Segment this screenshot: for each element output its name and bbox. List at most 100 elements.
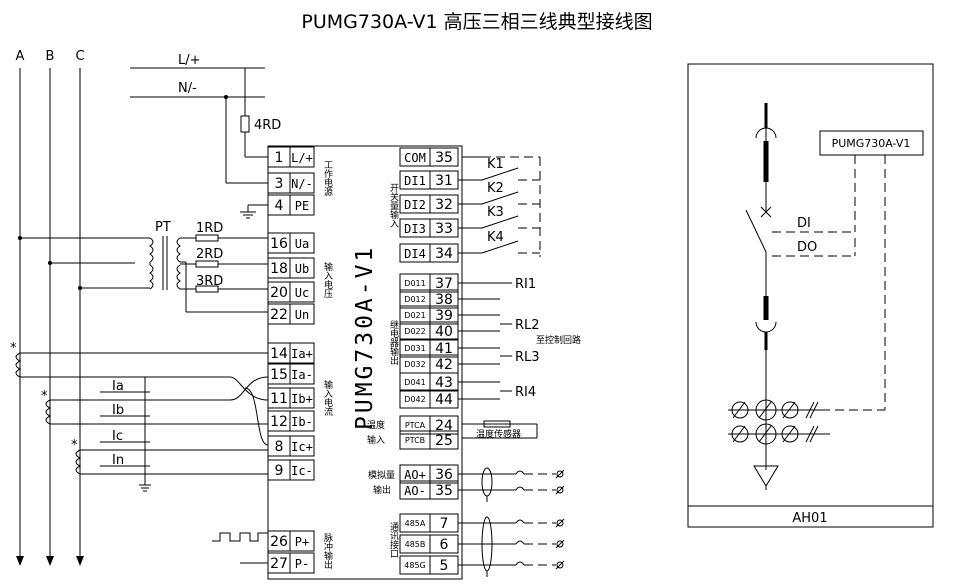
left-terminal-number: 14 xyxy=(270,346,288,362)
right-terminal-number: 38 xyxy=(435,292,453,308)
right-terminal-name: AO+ xyxy=(404,468,426,482)
label-temp-in: 输入 xyxy=(367,434,385,446)
right-terminal-number: 42 xyxy=(435,357,453,373)
right-terminal-number: 40 xyxy=(435,324,453,340)
label-temp: 温度 xyxy=(367,419,385,431)
ct-ia-label: Ia xyxy=(112,379,124,394)
panel-di-label: DI xyxy=(797,216,811,231)
supply-lines: L/+ N/- 4RD xyxy=(130,53,281,219)
right-terminal-number: 35 xyxy=(435,483,453,499)
left-terminal-name: Ia- xyxy=(291,368,313,382)
meter-body: PUMG730A-V1 xyxy=(267,145,463,580)
left-terminal-name: Ua xyxy=(295,237,309,251)
right-terminal-name: DI4 xyxy=(404,247,426,261)
left-terminal-number: 3 xyxy=(275,176,284,192)
left-terminal-number: 26 xyxy=(270,534,288,550)
right-terminal-number: 7 xyxy=(440,516,449,532)
right-terminal-number: 37 xyxy=(435,276,453,292)
potential-transformer: PT 1RD 2RD 3RD xyxy=(18,220,268,313)
fuse-1rd-label: 1RD xyxy=(196,221,223,236)
label-analog: 模拟量 xyxy=(368,469,395,481)
left-terminal-number: 22 xyxy=(270,307,288,323)
left-terminal-name: PE xyxy=(295,199,309,213)
left-terminal-name: Ia+ xyxy=(291,347,313,361)
right-terminal-number: 43 xyxy=(435,375,453,391)
right-terminal-name: D031 xyxy=(404,344,425,353)
right-terminal-number: 24 xyxy=(435,418,453,434)
label-power: 工作电源 xyxy=(322,160,333,197)
ct-ib-label: Ib xyxy=(112,403,124,418)
panel-meter-label: PUMG730A-V1 xyxy=(832,137,911,150)
right-terminal-number: 31 xyxy=(435,173,453,189)
svg-text:*: * xyxy=(41,389,48,404)
svg-text:*: * xyxy=(71,438,78,453)
right-terminal-number: 34 xyxy=(435,246,453,262)
left-terminal-number: 1 xyxy=(275,150,284,166)
right-terminal-number: 44 xyxy=(435,392,453,408)
pt-label: PT xyxy=(155,220,171,235)
left-terminal-number: 20 xyxy=(270,285,288,301)
left-terminal-number: 15 xyxy=(270,367,288,383)
left-terminal-name: Ic+ xyxy=(291,440,313,454)
ct-ic-label: Ic xyxy=(112,429,123,444)
right-terminal-name: 485A xyxy=(405,519,426,528)
right-terminal-number: 33 xyxy=(435,221,453,237)
left-terminal-name: Ub xyxy=(295,262,309,276)
cabinet-label: AH01 xyxy=(792,511,827,526)
right-terminal-number: 39 xyxy=(435,308,453,324)
label-pulse: 脉冲输出 xyxy=(322,532,333,570)
left-terminal-name: Ic- xyxy=(291,464,313,478)
right-terminal-name: PTCB xyxy=(405,436,425,445)
left-terminal-number: 18 xyxy=(270,261,288,277)
k-contact-label: K2 xyxy=(487,181,504,196)
left-terminal-number: 16 xyxy=(270,236,288,252)
left-terminal-name: Uc xyxy=(295,286,309,300)
label-relay: 继电器输出 xyxy=(388,319,399,366)
fuse-4rd-label: 4RD xyxy=(254,118,281,133)
right-terminal-number: 36 xyxy=(435,467,453,483)
supply-n-label: N/- xyxy=(178,81,197,96)
right-terminal-name: D022 xyxy=(404,327,425,336)
right-terminal-name: D012 xyxy=(404,295,425,304)
supply-l-label: L/+ xyxy=(178,53,201,68)
left-terminal-name: Ib- xyxy=(291,415,313,429)
k-contact-label: K3 xyxy=(487,205,504,220)
left-terminal-number: 27 xyxy=(270,556,288,572)
right-terminal-name: DI3 xyxy=(404,222,426,236)
k-contact-label: K4 xyxy=(487,230,504,245)
k-contact-label: K1 xyxy=(487,157,504,172)
left-terminal-name: N/- xyxy=(291,177,313,191)
relay-label-3: RL3 xyxy=(515,350,540,365)
svg-text:*: * xyxy=(10,341,17,356)
pulse-symbol xyxy=(212,532,268,564)
bus-a-label: A xyxy=(16,49,25,64)
right-terminal-number: 32 xyxy=(435,197,453,213)
temperature-sensor: 温度传感器 xyxy=(462,420,538,440)
fuse-3rd-label: 3RD xyxy=(196,274,223,289)
relay-label-1: RI1 xyxy=(515,277,536,292)
right-terminal-name: 485B xyxy=(405,540,426,549)
bus-b-label: B xyxy=(46,49,55,64)
label-voltage: 输入电压 xyxy=(322,261,333,299)
side-labels: 工作电源 输入电压 输入电流 脉冲输出 开关量输入 继电器输出 温度 输入 模拟… xyxy=(322,160,399,570)
right-terminal-name: D042 xyxy=(404,395,425,404)
right-terminal-name: D041 xyxy=(404,378,425,387)
left-terminal-name: P- xyxy=(295,557,309,571)
right-terminal-number: 25 xyxy=(435,433,453,449)
right-terminal-number: 41 xyxy=(435,341,453,357)
left-terminal-name: Un xyxy=(295,308,309,322)
label-analog-out: 输出 xyxy=(373,484,391,496)
relay-label-4: RI4 xyxy=(515,385,536,400)
right-terminal-name: AO- xyxy=(404,484,426,498)
right-terminal-name: COM xyxy=(404,151,426,165)
meter-model-text: PUMG730A-V1 xyxy=(352,245,378,430)
label-comm: 通讯接口 xyxy=(388,522,399,558)
right-terminal-name: D011 xyxy=(404,279,425,288)
fuse-2rd-label: 2RD xyxy=(196,247,223,262)
label-switch: 开关量输入 xyxy=(388,183,399,228)
panel-do-label: DO xyxy=(797,240,817,255)
left-terminal-name: P+ xyxy=(295,535,309,549)
